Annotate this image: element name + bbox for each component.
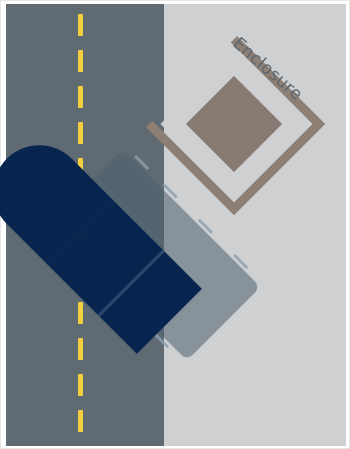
center-line-dash <box>78 14 83 36</box>
center-line-dash <box>78 374 83 396</box>
center-line-dash <box>78 302 83 324</box>
center-line-dash <box>78 50 83 72</box>
center-line-dash <box>78 338 83 360</box>
center-line-dash <box>78 86 83 108</box>
center-line-dash <box>78 122 83 144</box>
center-line-dash <box>78 410 83 432</box>
